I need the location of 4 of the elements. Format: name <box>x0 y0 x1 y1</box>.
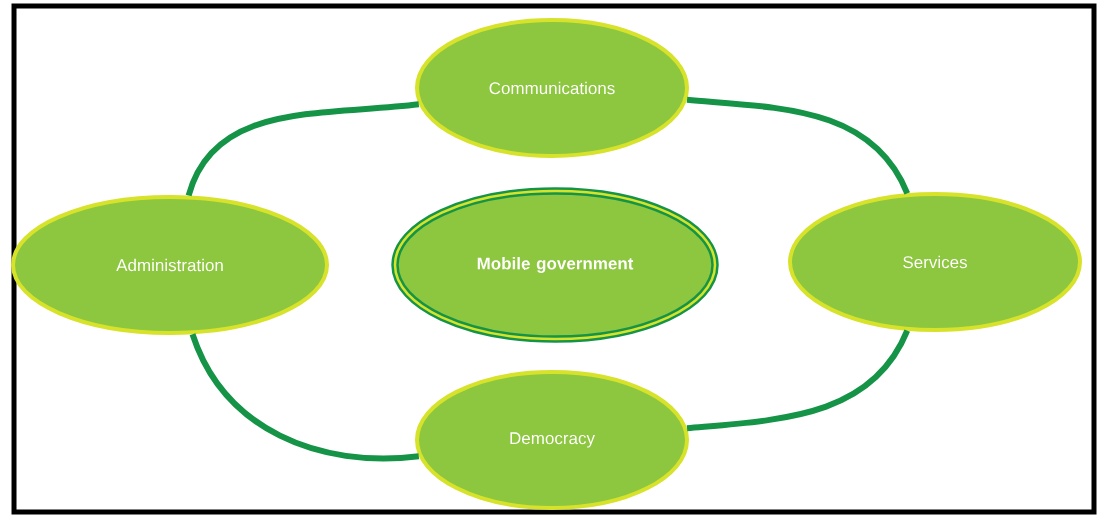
ring-arc <box>686 329 910 432</box>
ring-arc <box>686 96 910 195</box>
ring-arc <box>185 101 420 197</box>
ring-arc <box>189 333 420 462</box>
